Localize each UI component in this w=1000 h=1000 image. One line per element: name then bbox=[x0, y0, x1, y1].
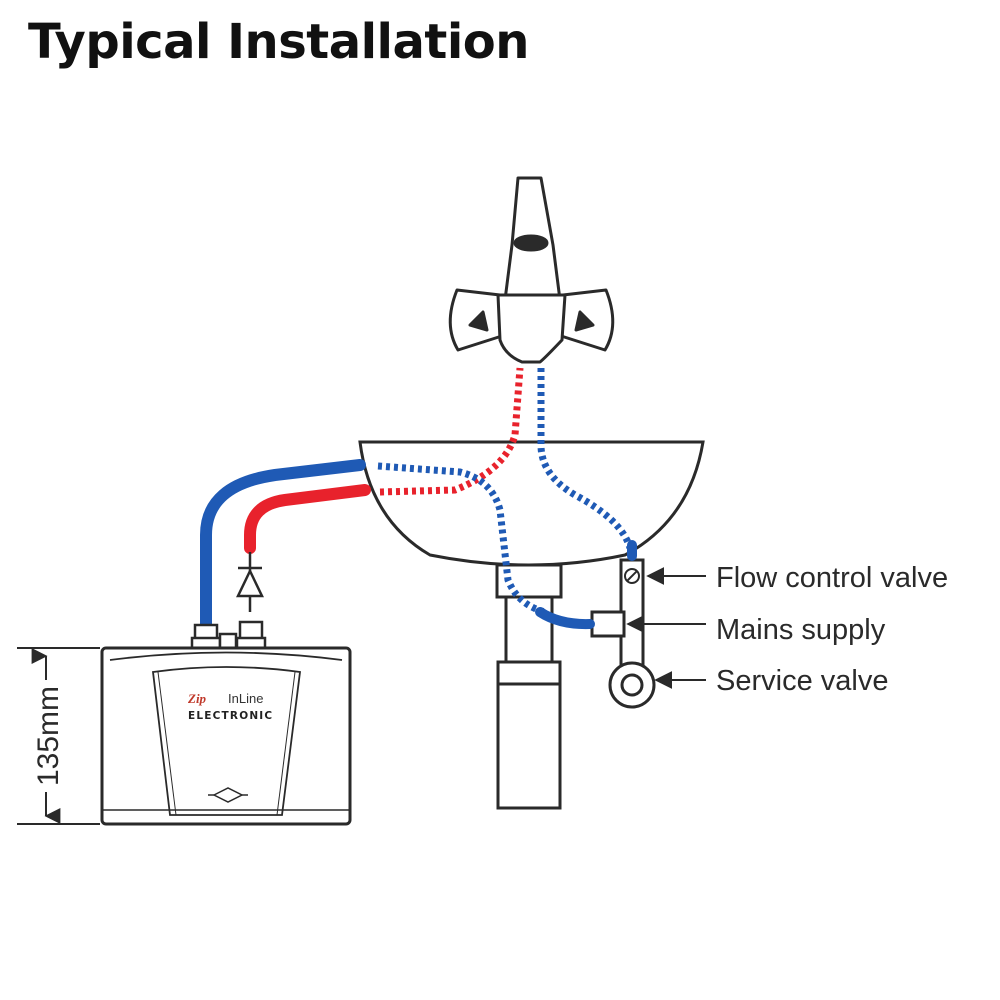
waste-trap bbox=[495, 563, 563, 810]
heater-model-text: InLine bbox=[228, 691, 263, 706]
height-dimension bbox=[17, 647, 100, 825]
flow-control-valve-label: Flow control valve bbox=[716, 562, 948, 594]
valve-assembly bbox=[590, 558, 656, 709]
page-title: Typical Installation bbox=[28, 14, 529, 70]
basin bbox=[358, 440, 705, 567]
heater-brand-logo: Zip bbox=[187, 691, 207, 706]
mains-supply-label: Mains supply bbox=[716, 614, 886, 646]
non-return-valve-icon bbox=[236, 552, 264, 612]
service-valve-label: Service valve bbox=[716, 665, 888, 697]
water-heater bbox=[100, 646, 352, 826]
heater-badge-icon bbox=[208, 787, 248, 803]
heater-subtitle-text: ELECTRONIC bbox=[188, 710, 273, 722]
height-dimension-label: 135mm bbox=[32, 686, 65, 786]
cold-supply-stub bbox=[535, 607, 595, 630]
hot-pipe-dashed bbox=[379, 367, 524, 496]
callout-arrows bbox=[626, 567, 706, 689]
hot-pipe bbox=[244, 484, 371, 554]
cold-tap-feed-dashed bbox=[537, 368, 634, 550]
heater-fittings bbox=[190, 620, 267, 650]
cold-pipe bbox=[200, 459, 366, 631]
flow-control-valve-icon bbox=[624, 568, 640, 584]
mixer-tap bbox=[448, 176, 615, 364]
